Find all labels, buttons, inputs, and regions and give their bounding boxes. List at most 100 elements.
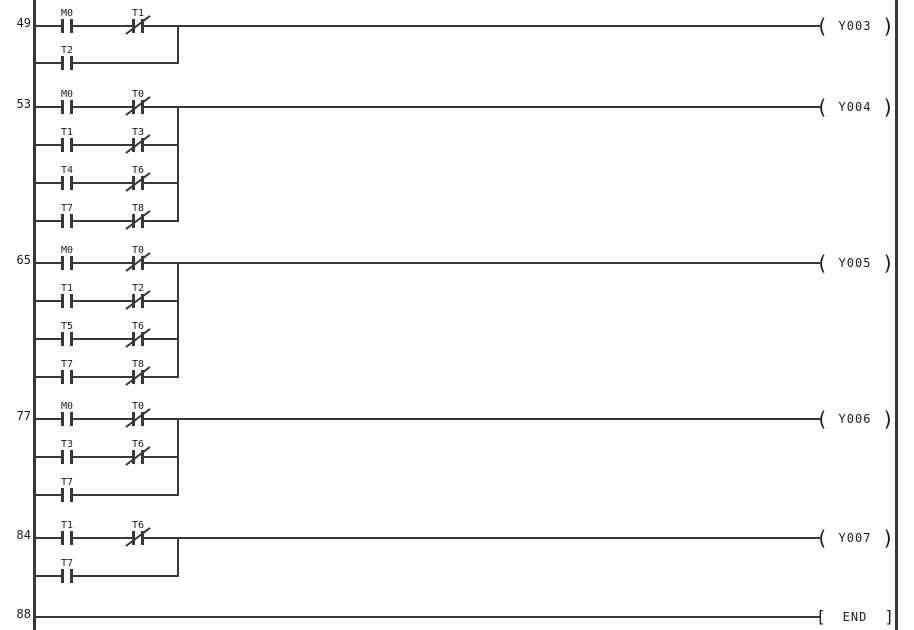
branch-join-wire <box>177 106 179 222</box>
contact-bar-right <box>70 488 73 502</box>
coil-open-paren-icon: ( <box>816 526 829 550</box>
contact-bar-left <box>61 176 64 190</box>
contact-label: T0 <box>131 245 145 256</box>
contact-label: T6 <box>131 439 145 450</box>
contact-T7-no[interactable]: T7 <box>51 475 83 507</box>
contact-T1-no[interactable]: T1 <box>51 281 83 313</box>
contact-T8-nc[interactable]: T8 <box>122 357 154 389</box>
coil-close-paren-icon: ) <box>881 526 894 550</box>
coil-label: Y005 <box>838 256 872 270</box>
contact-T0-nc[interactable]: T0 <box>122 399 154 431</box>
contact-T1-no[interactable]: T1 <box>51 125 83 157</box>
step-number: 65 <box>16 253 31 267</box>
end-instruction[interactable]: [END] <box>816 604 894 630</box>
coil-Y004[interactable]: (Y004) <box>816 94 894 120</box>
contact-T1-nc[interactable]: T1 <box>122 6 154 38</box>
branch-wire <box>36 62 179 64</box>
branch-wire <box>36 182 179 184</box>
contact-bar-right <box>70 138 73 152</box>
step-number: 88 <box>16 607 31 621</box>
contact-bar-right <box>141 256 144 270</box>
branch-wire <box>36 300 179 302</box>
contact-T2-no[interactable]: T2 <box>51 43 83 75</box>
rung-wire <box>36 106 820 108</box>
contact-gap <box>64 569 70 583</box>
contact-label: T8 <box>131 203 145 214</box>
branch-wire <box>36 338 179 340</box>
contact-bar-right <box>141 214 144 228</box>
contact-bar-left <box>61 450 64 464</box>
contact-bar-right <box>70 569 73 583</box>
contact-bar-left <box>61 100 64 114</box>
contact-T6-nc[interactable]: T6 <box>122 518 154 550</box>
contact-T6-nc[interactable]: T6 <box>122 163 154 195</box>
contact-T6-nc[interactable]: T6 <box>122 319 154 351</box>
contact-label: T1 <box>60 283 74 294</box>
contact-bar-left <box>61 531 64 545</box>
contact-bar-left <box>61 138 64 152</box>
contact-bar-right <box>70 450 73 464</box>
contact-T6-nc[interactable]: T6 <box>122 437 154 469</box>
contact-T7-no[interactable]: T7 <box>51 357 83 389</box>
contact-label: T6 <box>131 520 145 531</box>
contact-T0-nc[interactable]: T0 <box>122 243 154 275</box>
contact-gap <box>64 450 70 464</box>
coil-Y005[interactable]: (Y005) <box>816 250 894 276</box>
contact-bar-left <box>61 294 64 308</box>
coil-close-paren-icon: ) <box>881 95 894 119</box>
contact-label: T7 <box>60 477 74 488</box>
contact-bar-right <box>70 56 73 70</box>
contact-T2-nc[interactable]: T2 <box>122 281 154 313</box>
contact-gap <box>64 56 70 70</box>
rung-wire <box>36 418 820 420</box>
contact-label: T2 <box>60 45 74 56</box>
coil-Y003[interactable]: (Y003) <box>816 13 894 39</box>
contact-T7-no[interactable]: T7 <box>51 201 83 233</box>
branch-wire <box>36 494 179 496</box>
contact-T4-no[interactable]: T4 <box>51 163 83 195</box>
contact-bar-right <box>141 370 144 384</box>
left-power-rail <box>33 0 36 630</box>
contact-T3-no[interactable]: T3 <box>51 437 83 469</box>
branch-join-wire <box>177 262 179 378</box>
contact-bar-right <box>70 19 73 33</box>
contact-M0-no[interactable]: M0 <box>51 87 83 119</box>
contact-T5-no[interactable]: T5 <box>51 319 83 351</box>
coil-Y006[interactable]: (Y006) <box>816 406 894 432</box>
contact-bar-right <box>70 412 73 426</box>
end-label: END <box>842 610 868 624</box>
contact-bar-right <box>141 332 144 346</box>
coil-close-paren-icon: ) <box>881 14 894 38</box>
contact-bar-left <box>61 256 64 270</box>
contact-M0-no[interactable]: M0 <box>51 243 83 275</box>
contact-bar-right <box>70 294 73 308</box>
contact-label: T1 <box>60 127 74 138</box>
end-close-bracket-icon: ] <box>884 607 894 626</box>
contact-label: T3 <box>60 439 74 450</box>
coil-close-paren-icon: ) <box>881 251 894 275</box>
contact-T1-no[interactable]: T1 <box>51 518 83 550</box>
contact-gap <box>64 412 70 426</box>
contact-gap <box>64 488 70 502</box>
coil-label: Y007 <box>838 531 872 545</box>
rung-wire <box>36 262 820 264</box>
contact-bar-left <box>61 412 64 426</box>
contact-label: T0 <box>131 89 145 100</box>
contact-label: M0 <box>60 89 74 100</box>
contact-M0-no[interactable]: M0 <box>51 6 83 38</box>
contact-bar-left <box>61 569 64 583</box>
contact-label: T1 <box>60 520 74 531</box>
rung-wire <box>36 616 820 618</box>
contact-gap <box>64 138 70 152</box>
contact-T3-nc[interactable]: T3 <box>122 125 154 157</box>
contact-bar-right <box>70 531 73 545</box>
contact-bar-right <box>70 100 73 114</box>
contact-T0-nc[interactable]: T0 <box>122 87 154 119</box>
contact-T8-nc[interactable]: T8 <box>122 201 154 233</box>
coil-Y007[interactable]: ( Y007) <box>816 525 894 551</box>
branch-wire <box>36 220 179 222</box>
contact-bar-right <box>141 412 144 426</box>
contact-T7-no[interactable]: T7 <box>51 556 83 588</box>
contact-M0-no[interactable]: M0 <box>51 399 83 431</box>
contact-bar-right <box>141 294 144 308</box>
